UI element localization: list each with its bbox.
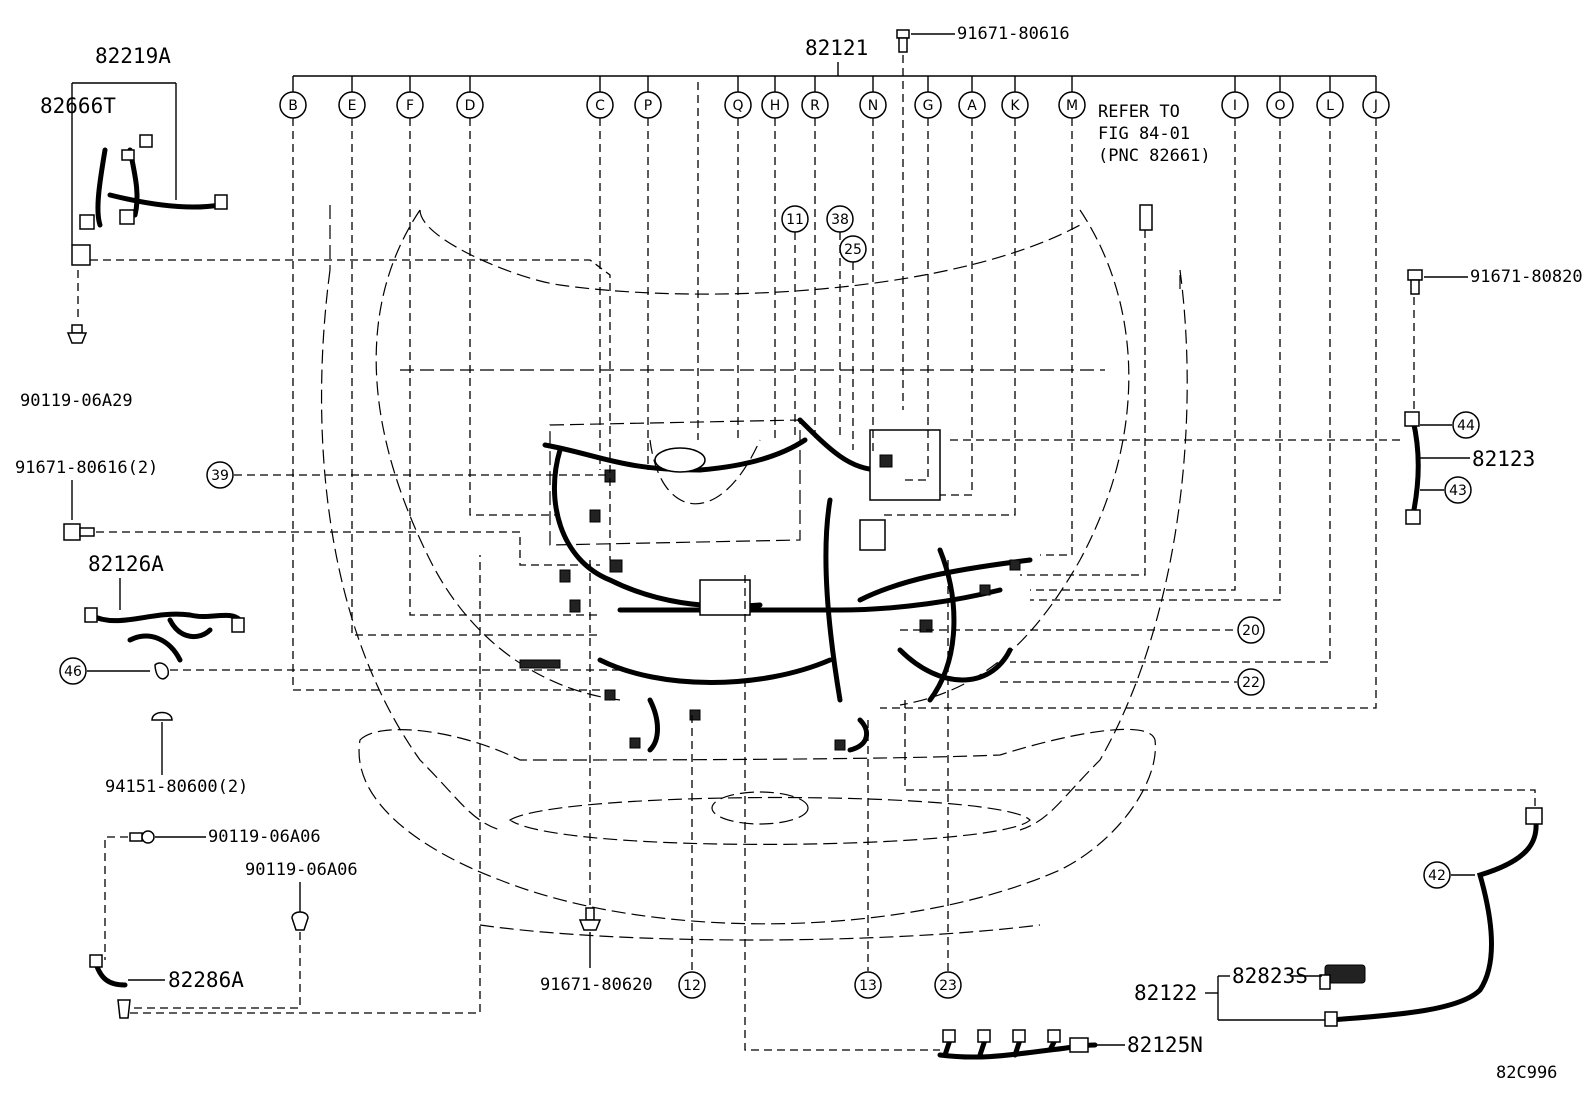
part-82123-group: 91671-80820 44 82123 43 bbox=[950, 267, 1583, 525]
main-harness-bracket: 82121 bbox=[293, 36, 1376, 77]
refer-line-2: FIG 84-01 bbox=[1098, 124, 1190, 144]
callout-42: 42 bbox=[1428, 868, 1446, 884]
part-82286A-group: 90119-06A06 90119-06A06 82286A bbox=[89, 555, 481, 1019]
callout-23: 23 bbox=[939, 978, 957, 994]
callout-44: 44 bbox=[1457, 418, 1475, 434]
connector-label-d: D bbox=[465, 98, 476, 114]
callout-20: 20 bbox=[1242, 623, 1260, 639]
connector-label-g: G bbox=[923, 98, 934, 114]
label-91671-80616-2: 91671-80616(2) bbox=[15, 458, 158, 478]
callout-12: 12 bbox=[683, 978, 701, 994]
part-82219A-group: 82219A 82666T 90119-06A29 bbox=[20, 44, 611, 560]
connector-label-l: L bbox=[1326, 98, 1334, 114]
connector-label-f: F bbox=[406, 98, 414, 114]
engine-callouts: 11 38 25 39 20 22 12 13 23 bbox=[206, 205, 1265, 999]
connector-label-q: Q bbox=[732, 98, 743, 114]
connector-label-o: O bbox=[1274, 98, 1285, 114]
label-91671-80620: 91671-80620 bbox=[540, 975, 653, 995]
connector-label-m: M bbox=[1066, 98, 1078, 114]
callout-46: 46 bbox=[64, 664, 82, 680]
label-82666T: 82666T bbox=[40, 94, 116, 118]
connector-label-p: P bbox=[644, 98, 652, 114]
label-82125N: 82125N bbox=[1127, 1033, 1203, 1057]
bolt-91671-80616-top: 91671-80616 bbox=[896, 24, 1070, 410]
connector-label-r: R bbox=[810, 98, 820, 114]
label-82121: 82121 bbox=[805, 36, 868, 60]
connector-label-e: E bbox=[348, 98, 357, 114]
connector-label-h: H bbox=[770, 98, 781, 114]
callout-38: 38 bbox=[831, 212, 849, 228]
callout-25: 25 bbox=[844, 242, 862, 258]
label-91671-80820: 91671-80820 bbox=[1470, 267, 1583, 287]
part-82126A-group: 82126A 46 94151-80600(2) bbox=[59, 552, 620, 797]
connector-label-i: I bbox=[1233, 98, 1237, 114]
label-82219A: 82219A bbox=[95, 44, 171, 68]
connector-label-a: A bbox=[967, 98, 977, 114]
label-91671-80616: 91671-80616 bbox=[957, 24, 1070, 44]
connector-label-b: B bbox=[288, 98, 298, 114]
callout-13: 13 bbox=[859, 978, 877, 994]
bolt-91671-80620-group: 91671-80620 bbox=[540, 560, 653, 995]
vehicle-body-outline bbox=[320, 205, 1188, 941]
label-82286A: 82286A bbox=[168, 968, 244, 992]
bolt-91671-80616-2-group: 91671-80616(2) bbox=[15, 458, 600, 566]
label-82123: 82123 bbox=[1472, 447, 1535, 471]
connector-label-n: N bbox=[868, 98, 878, 114]
label-94151-80600-2: 94151-80600(2) bbox=[105, 777, 248, 797]
connector-label-c: C bbox=[595, 98, 605, 114]
diagram-code: 82C996 bbox=[1496, 1063, 1557, 1083]
refer-line-1: REFER TO bbox=[1098, 102, 1180, 122]
refer-note: REFER TO FIG 84-01 (PNC 82661) bbox=[1098, 102, 1211, 166]
label-82823S: 82823S bbox=[1232, 964, 1308, 988]
engine-harness-cluster bbox=[519, 204, 1153, 753]
callout-43: 43 bbox=[1449, 483, 1467, 499]
label-90119-06A06-a: 90119-06A06 bbox=[208, 827, 321, 847]
label-82122: 82122 bbox=[1134, 981, 1197, 1005]
callout-11: 11 bbox=[786, 212, 804, 228]
refer-line-3: (PNC 82661) bbox=[1098, 146, 1211, 166]
label-82126A: 82126A bbox=[88, 552, 164, 576]
callout-22: 22 bbox=[1242, 675, 1260, 691]
label-90119-06A06-b: 90119-06A06 bbox=[245, 860, 358, 880]
label-90119-06A29: 90119-06A29 bbox=[20, 391, 133, 411]
connector-leaders bbox=[292, 82, 1377, 709]
connector-label-j: J bbox=[1373, 98, 1378, 114]
part-82122-group: 42 82823S 82122 bbox=[904, 700, 1543, 1027]
connector-label-k: K bbox=[1010, 98, 1020, 114]
callout-39: 39 bbox=[211, 468, 229, 484]
part-82125N-group: 82125N bbox=[744, 575, 1203, 1060]
